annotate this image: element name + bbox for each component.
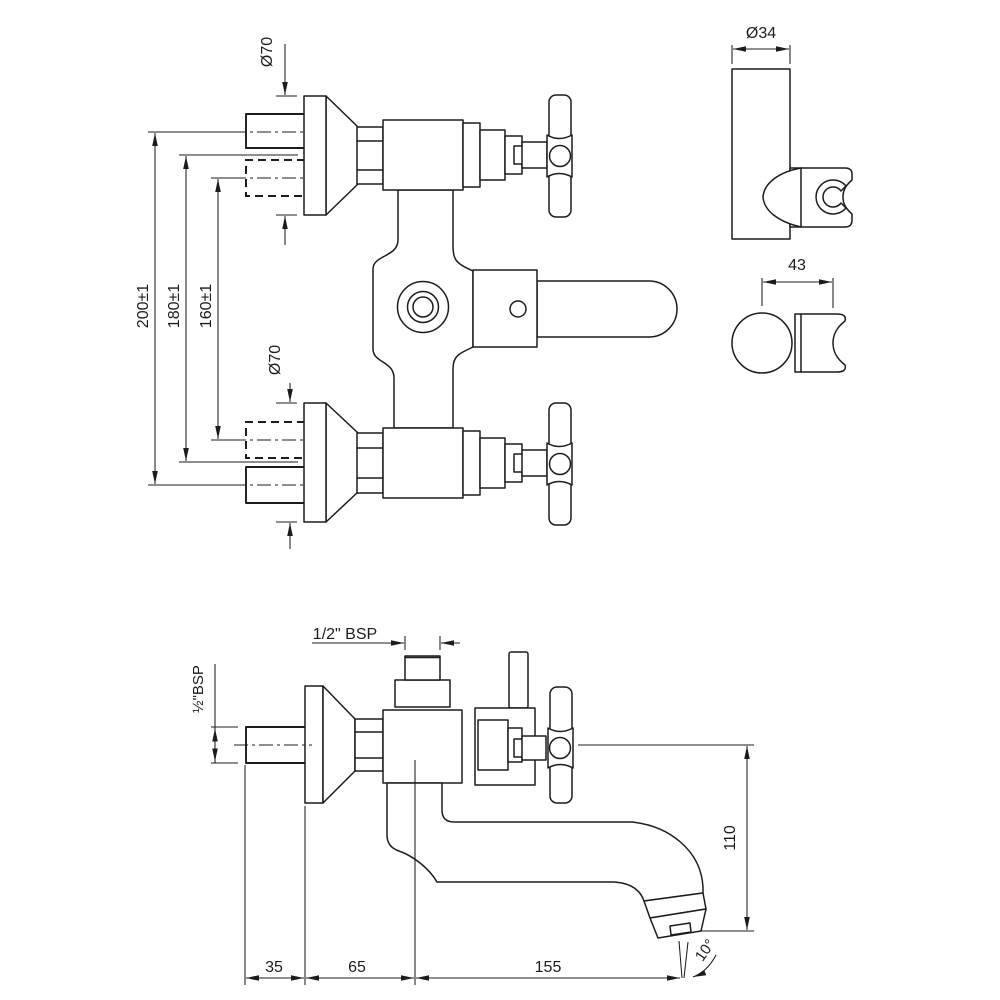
mixer-body-side [382,709,463,784]
spout-angle-label: 10° [692,936,719,964]
hex-nut-top [356,126,384,185]
wall-flange-side-cone [322,685,356,804]
front-view-dimensions: Ø70 Ø70 200±1 180±1 160±1 [135,37,298,549]
inlet-nipple-bottom-dashed [245,421,305,459]
hex-nut-side [354,718,384,772]
wall-flange-bottom-cone [325,402,359,523]
dim-200-label: 200±1 [135,284,152,328]
wall-flange-bottom-plate [303,402,327,523]
spout-boss-ring [406,290,440,324]
wall-flange-side-plate [304,685,324,804]
thread-top-label: 1/2" BSP [313,626,377,643]
wall-flange-top-plate [303,95,327,216]
bracket-clip-top-view [794,313,847,373]
front-view: Ø70 Ø70 200±1 180±1 160±1 [135,37,678,549]
flange-axis-label: 65 [348,959,366,976]
bracket-post-top-view [731,312,793,374]
side-view-dimensions: 1/2" BSP ½"BSP 110 35 65 155 10° [190,626,754,985]
diverter-block [472,269,538,348]
shower-outlet-block [394,679,451,708]
bracket-dia-label: Ø34 [746,25,776,42]
valve-body-top [382,119,464,191]
aerator-insert [669,922,692,936]
handle-hub-bottom [546,442,573,486]
thread-wall-label: ½"BSP [190,665,207,713]
dim-dia-top-label: Ø70 [259,37,276,67]
diverter-knob-side [508,651,529,709]
spout-boss-outer [396,280,450,334]
handle-bottom [462,402,573,526]
spout-reach-label: 155 [535,959,562,976]
valve-body-bottom [382,427,464,499]
wall-offset-label: 35 [265,959,283,976]
spout [386,782,704,902]
bracket-clip-cutout [815,179,847,215]
handle-hub-side [547,727,574,769]
handle-top [462,94,573,218]
shower-bracket-views: Ø34 43 [731,25,853,374]
side-view: 1/2" BSP ½"BSP 110 35 65 155 10° [190,626,754,985]
inlet-nipple-top-solid [245,113,305,149]
diverter-lever [536,280,678,338]
shower-outlet-thread [404,655,441,681]
dim-180-label: 180±1 [166,284,183,328]
dim-160-label: 160±1 [198,284,215,328]
spout-height-label: 110 [722,825,739,851]
dim-dia-bottom-label: Ø70 [267,345,284,375]
bracket-width-label: 43 [788,257,806,274]
bracket-clip-cone [762,167,802,228]
inlet-nipple-top-dashed [245,159,305,197]
spout-boss-inner [412,296,434,318]
diverter-screw [509,300,527,318]
handle-side [477,686,574,804]
hex-nut-bottom [356,432,384,494]
wall-flange-top-cone [325,95,359,216]
handle-hub-top [546,134,573,178]
